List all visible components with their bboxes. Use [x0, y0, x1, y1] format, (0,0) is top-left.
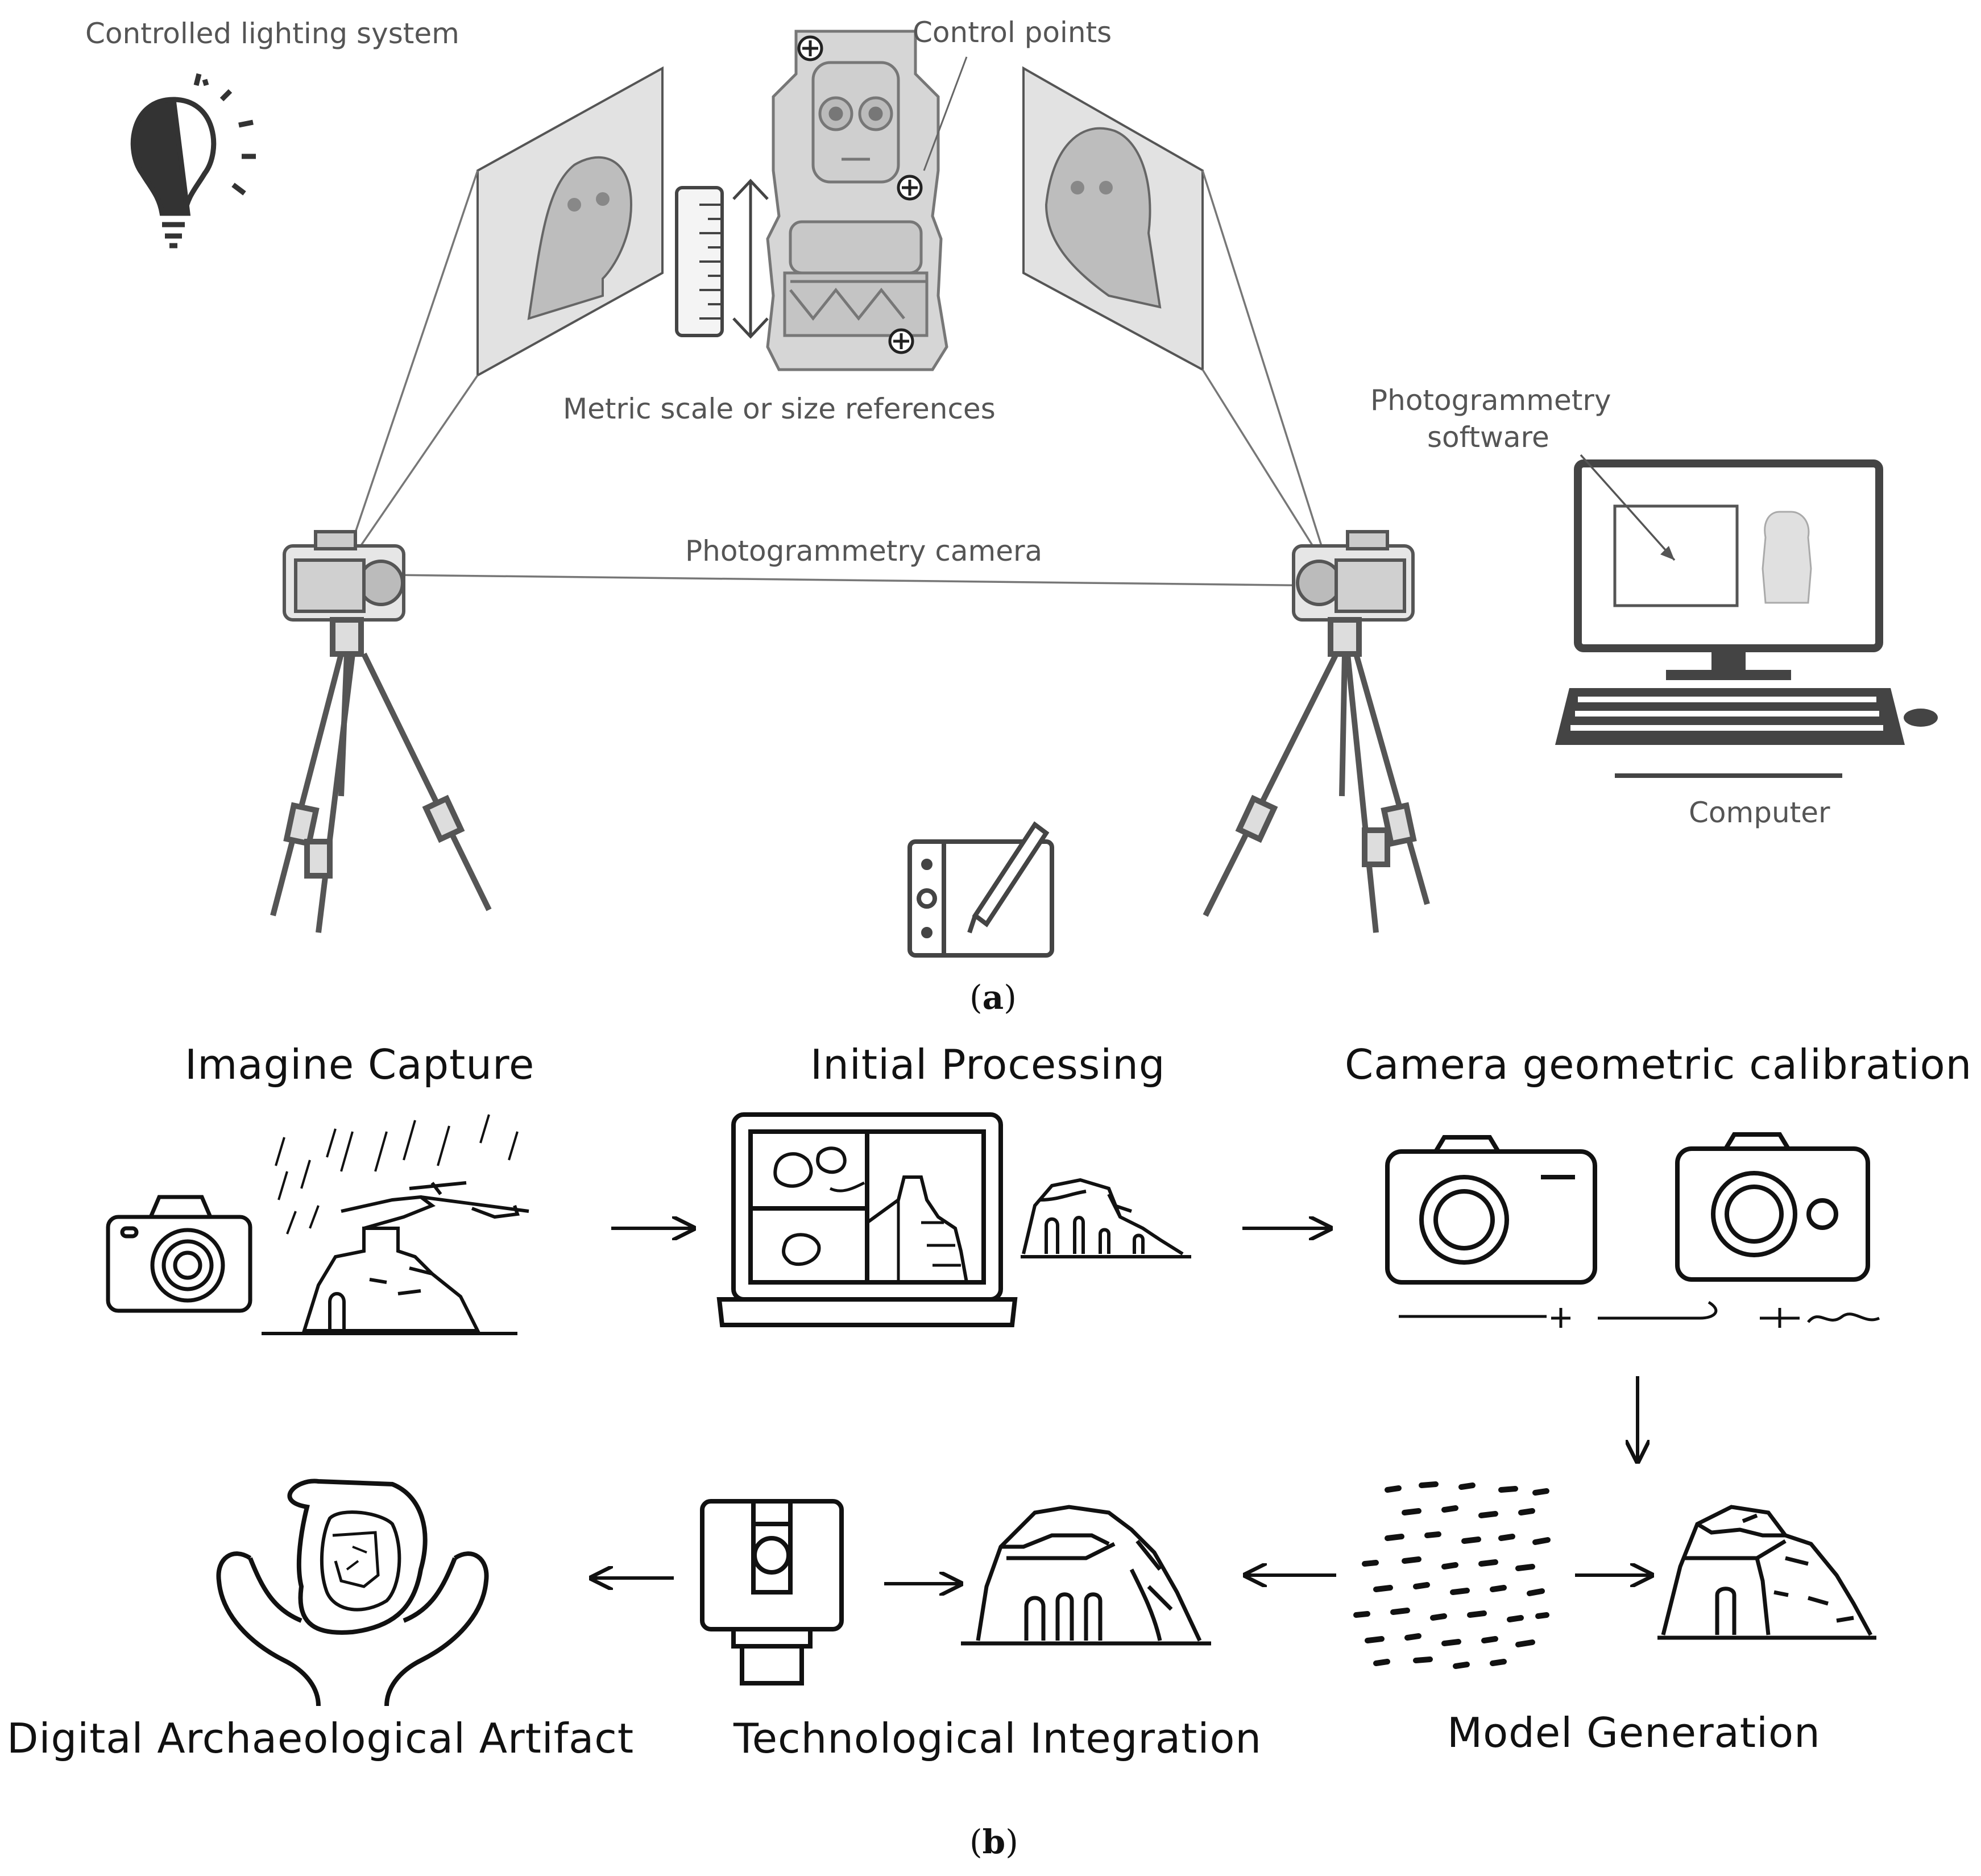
laptop-icon [716, 1112, 1018, 1327]
projection-lines [340, 170, 1334, 587]
label-software-line2: software [1427, 421, 1549, 454]
label-camera: Photogrammetry camera [685, 535, 1043, 568]
drawing-tablet-icon [907, 821, 1054, 958]
rock-formation-icon [262, 1114, 529, 1335]
tripod-icon [270, 617, 492, 933]
label-model-generation: Model Generation [1447, 1709, 1821, 1757]
computer-icon [1555, 459, 1938, 778]
rock-formation-icon [961, 1505, 1211, 1646]
label-control-points: Control points [913, 16, 1112, 49]
panel-label-b: (b) [969, 1823, 1018, 1861]
calibration-lines [1399, 1301, 1880, 1328]
label-initial-processing: Initial Processing [810, 1041, 1166, 1088]
camera-icon [1292, 530, 1415, 622]
camera-icon [1385, 1135, 1597, 1285]
label-computer: Computer [1689, 796, 1830, 829]
label-digital-artifact: Digital Archaeological Artifact [7, 1715, 635, 1762]
scale-arrow [732, 179, 769, 339]
software-pointer-head [1660, 546, 1675, 560]
photo-frame-icon [1022, 66, 1204, 372]
control-point-marker [797, 35, 923, 354]
label-lighting: Controlled lighting system [85, 17, 459, 50]
label-imagine-capture: Imagine Capture [185, 1041, 535, 1088]
label-camera-calibration: Camera geometric calibration [1345, 1041, 1972, 1088]
rock-formation-icon [1657, 1505, 1876, 1640]
photo-frame-icon [476, 66, 664, 378]
point-cloud-icon [1353, 1481, 1551, 1669]
hands-artifact-icon [216, 1479, 489, 1707]
software-pointer [1580, 454, 1676, 561]
label-metric-scale: Metric scale or size references [563, 392, 996, 425]
statue-icon [766, 30, 948, 371]
camera-icon [1675, 1132, 1870, 1282]
label-technological-integration: Technological Integration [733, 1715, 1262, 1762]
camera-icon [106, 1195, 252, 1313]
light-bulb-icon [130, 73, 256, 249]
label-software: Photogrammetry [1370, 384, 1611, 417]
camera-icon [283, 530, 405, 622]
panel-label-a: (a) [969, 978, 1017, 1017]
ruler-icon [675, 186, 724, 337]
rock-formation-icon [1021, 1178, 1191, 1258]
tripod-icon [1203, 617, 1430, 933]
laser-scanner-icon [700, 1499, 844, 1685]
